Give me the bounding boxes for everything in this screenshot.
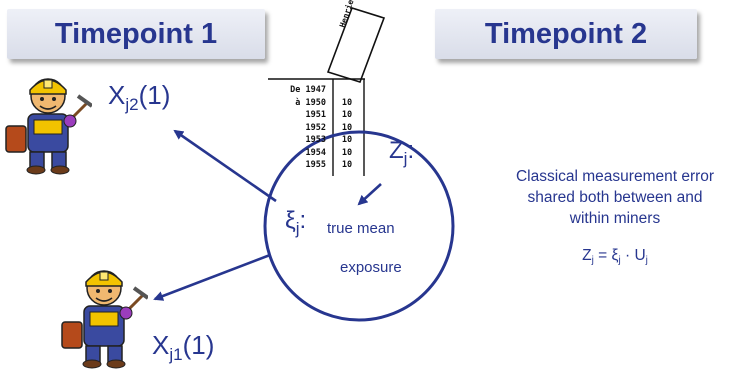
ledger-year: De 1947 (290, 85, 326, 95)
ledger-header-strip (326, 7, 386, 83)
ledger-value: 10 (341, 97, 353, 108)
ledger-row: 1954 10 (266, 148, 372, 158)
x-j2-label: Xj2(1) (108, 80, 171, 114)
timepoint-1-banner: Timepoint 1 (7, 9, 265, 59)
xi-j-label: ξj: (285, 207, 307, 238)
x-j1-label: Xj1(1) (152, 330, 215, 364)
ledger-year: 1953 (305, 135, 326, 145)
ledger-row: 1955 10 (266, 160, 372, 170)
ledger-row: De 1947 (266, 85, 372, 95)
arrow-to-timepoint1-miner2 (153, 253, 271, 301)
ledger-row: 1952 10 (266, 123, 372, 133)
ledger-value: 10 (341, 135, 353, 145)
ledger-value: 10 (341, 110, 353, 120)
ledger-row: 1953 10 (266, 135, 372, 145)
ledger-value: 10 (341, 160, 353, 170)
latent-exposure-circle (263, 130, 455, 322)
note-line-3: within miners (569, 210, 661, 227)
timepoint-1-label: Timepoint 1 (54, 17, 218, 50)
miner-icon (5, 78, 92, 175)
ledger-value: 10 (341, 122, 353, 133)
z-j-label: Zj: (389, 137, 415, 168)
ledger-year: 1955 (305, 160, 326, 170)
exposure-text: exposure (340, 259, 402, 276)
timepoint-2-banner: Timepoint 2 (435, 9, 697, 59)
note-line-1: Classical measurement error (515, 168, 715, 185)
arrow-to-timepoint1 (173, 129, 277, 203)
arrow-zj-to-xi (357, 183, 382, 206)
ledger-year: à 1950 (295, 97, 326, 108)
ledger-year: 1954 (305, 147, 326, 158)
ledger-year: 1951 (305, 110, 326, 120)
ledger-row: 1951 10 (266, 110, 372, 120)
true-mean-text: true mean (327, 220, 395, 237)
measurement-error-note: Classical measurement error shared both … (482, 166, 748, 229)
ledger-value: 10 (341, 147, 353, 158)
ledger-row: à 1950 10 (266, 98, 372, 108)
ledger-year: 1952 (305, 122, 326, 133)
error-formula: Zj = ξj · Uj (582, 247, 648, 266)
timepoint-2-label: Timepoint 2 (484, 17, 648, 50)
note-line-2: shared both between and (527, 189, 703, 206)
miner-icon (61, 270, 148, 369)
